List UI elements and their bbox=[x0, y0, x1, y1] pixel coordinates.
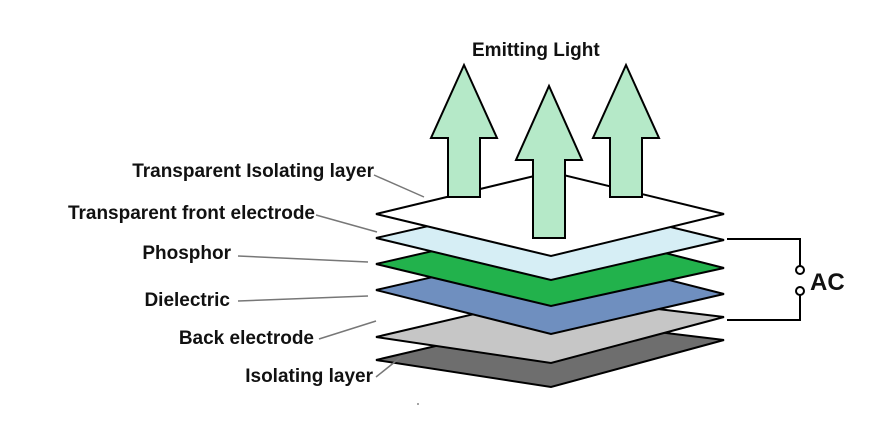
ac-circuit bbox=[727, 238, 805, 321]
ac-wire-top bbox=[727, 238, 801, 266]
leader-back-electrode bbox=[318, 320, 377, 340]
ac-label: AC bbox=[810, 269, 845, 296]
ac-wire-bottom bbox=[727, 295, 801, 321]
light-arrow-left bbox=[429, 62, 499, 198]
leader-isolating bbox=[375, 356, 402, 378]
leader-dielectric bbox=[237, 295, 369, 302]
label-dielectric: Dielectric bbox=[144, 290, 230, 311]
ac-terminal-bottom bbox=[795, 286, 805, 296]
stray-dot bbox=[417, 403, 419, 405]
emitting-light-title: Emitting Light bbox=[472, 40, 600, 61]
label-isolating-layer: Isolating layer bbox=[245, 366, 373, 387]
leader-front-electrode bbox=[315, 214, 378, 233]
label-phosphor: Phosphor bbox=[142, 243, 231, 264]
ac-terminal-top bbox=[795, 265, 805, 275]
light-arrow-center bbox=[514, 83, 584, 239]
light-arrow-right bbox=[591, 62, 661, 198]
leader-phosphor bbox=[237, 255, 369, 263]
label-transparent-isolating-layer: Transparent Isolating layer bbox=[132, 161, 374, 182]
leader-transparent-isolating bbox=[373, 174, 425, 198]
label-back-electrode: Back electrode bbox=[178, 328, 314, 349]
label-transparent-front-electrode: Transparent front electrode bbox=[67, 203, 315, 224]
